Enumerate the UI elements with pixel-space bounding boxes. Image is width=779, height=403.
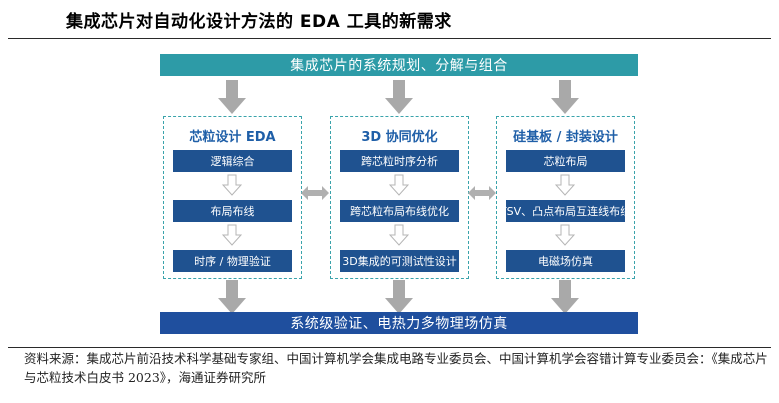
outline-down-arrow-icon (555, 224, 575, 246)
substrate-package-design-panel: 硅基板 / 封装设计 芯粒布局 TSV、凸点布局互连线布线 电磁场仿真 (496, 116, 635, 279)
step-box: 跨芯粒布局布线优化 (340, 200, 459, 222)
down-arrow-icon (551, 80, 579, 114)
outline-down-arrow-icon (222, 224, 242, 246)
down-arrow-icon (551, 280, 579, 314)
source-note: 资料来源：集成芯片前沿技术科学基础专家组、中国计算机学会集成电路专业委员会、中国… (24, 351, 768, 385)
column-title: 芯粒设计 EDA (189, 130, 276, 145)
down-arrow-icon (385, 80, 413, 114)
down-arrow-icon (218, 80, 246, 114)
double-arrow-icon (301, 186, 329, 200)
down-arrow-icon (385, 280, 413, 314)
system-planning-banner: 集成芯片的系统规划、分解与组合 (160, 54, 638, 76)
top-divider (8, 38, 771, 39)
outline-down-arrow-icon (389, 224, 409, 246)
step-box: 布局布线 (173, 200, 292, 222)
column-title: 硅基板 / 封装设计 (513, 130, 618, 145)
column-title: 3D 协同优化 (361, 130, 438, 145)
system-verification-banner: 系统级验证、电热力多物理场仿真 (160, 312, 638, 334)
bottom-divider (8, 347, 771, 348)
step-box: 跨芯粒时序分析 (340, 150, 459, 172)
step-box: 时序 / 物理验证 (173, 250, 292, 272)
3d-co-optimization-panel: 3D 协同优化 跨芯粒时序分析 跨芯粒布局布线优化 3D集成的可测试性设计 (330, 116, 469, 279)
step-box: 逻辑综合 (173, 150, 292, 172)
down-arrow-icon (218, 280, 246, 314)
step-box: 电磁场仿真 (506, 250, 625, 272)
page-title: 集成芯片对自动化设计方法的 EDA 工具的新需求 (66, 12, 452, 32)
double-arrow-icon (468, 186, 496, 200)
step-box: 芯粒布局 (506, 150, 625, 172)
step-box: 3D集成的可测试性设计 (340, 250, 459, 272)
outline-down-arrow-icon (222, 174, 242, 196)
chiplet-design-eda-panel: 芯粒设计 EDA 逻辑综合 布局布线 时序 / 物理验证 (163, 116, 302, 279)
outline-down-arrow-icon (555, 174, 575, 196)
step-box: TSV、凸点布局互连线布线 (500, 200, 631, 222)
outline-down-arrow-icon (389, 174, 409, 196)
